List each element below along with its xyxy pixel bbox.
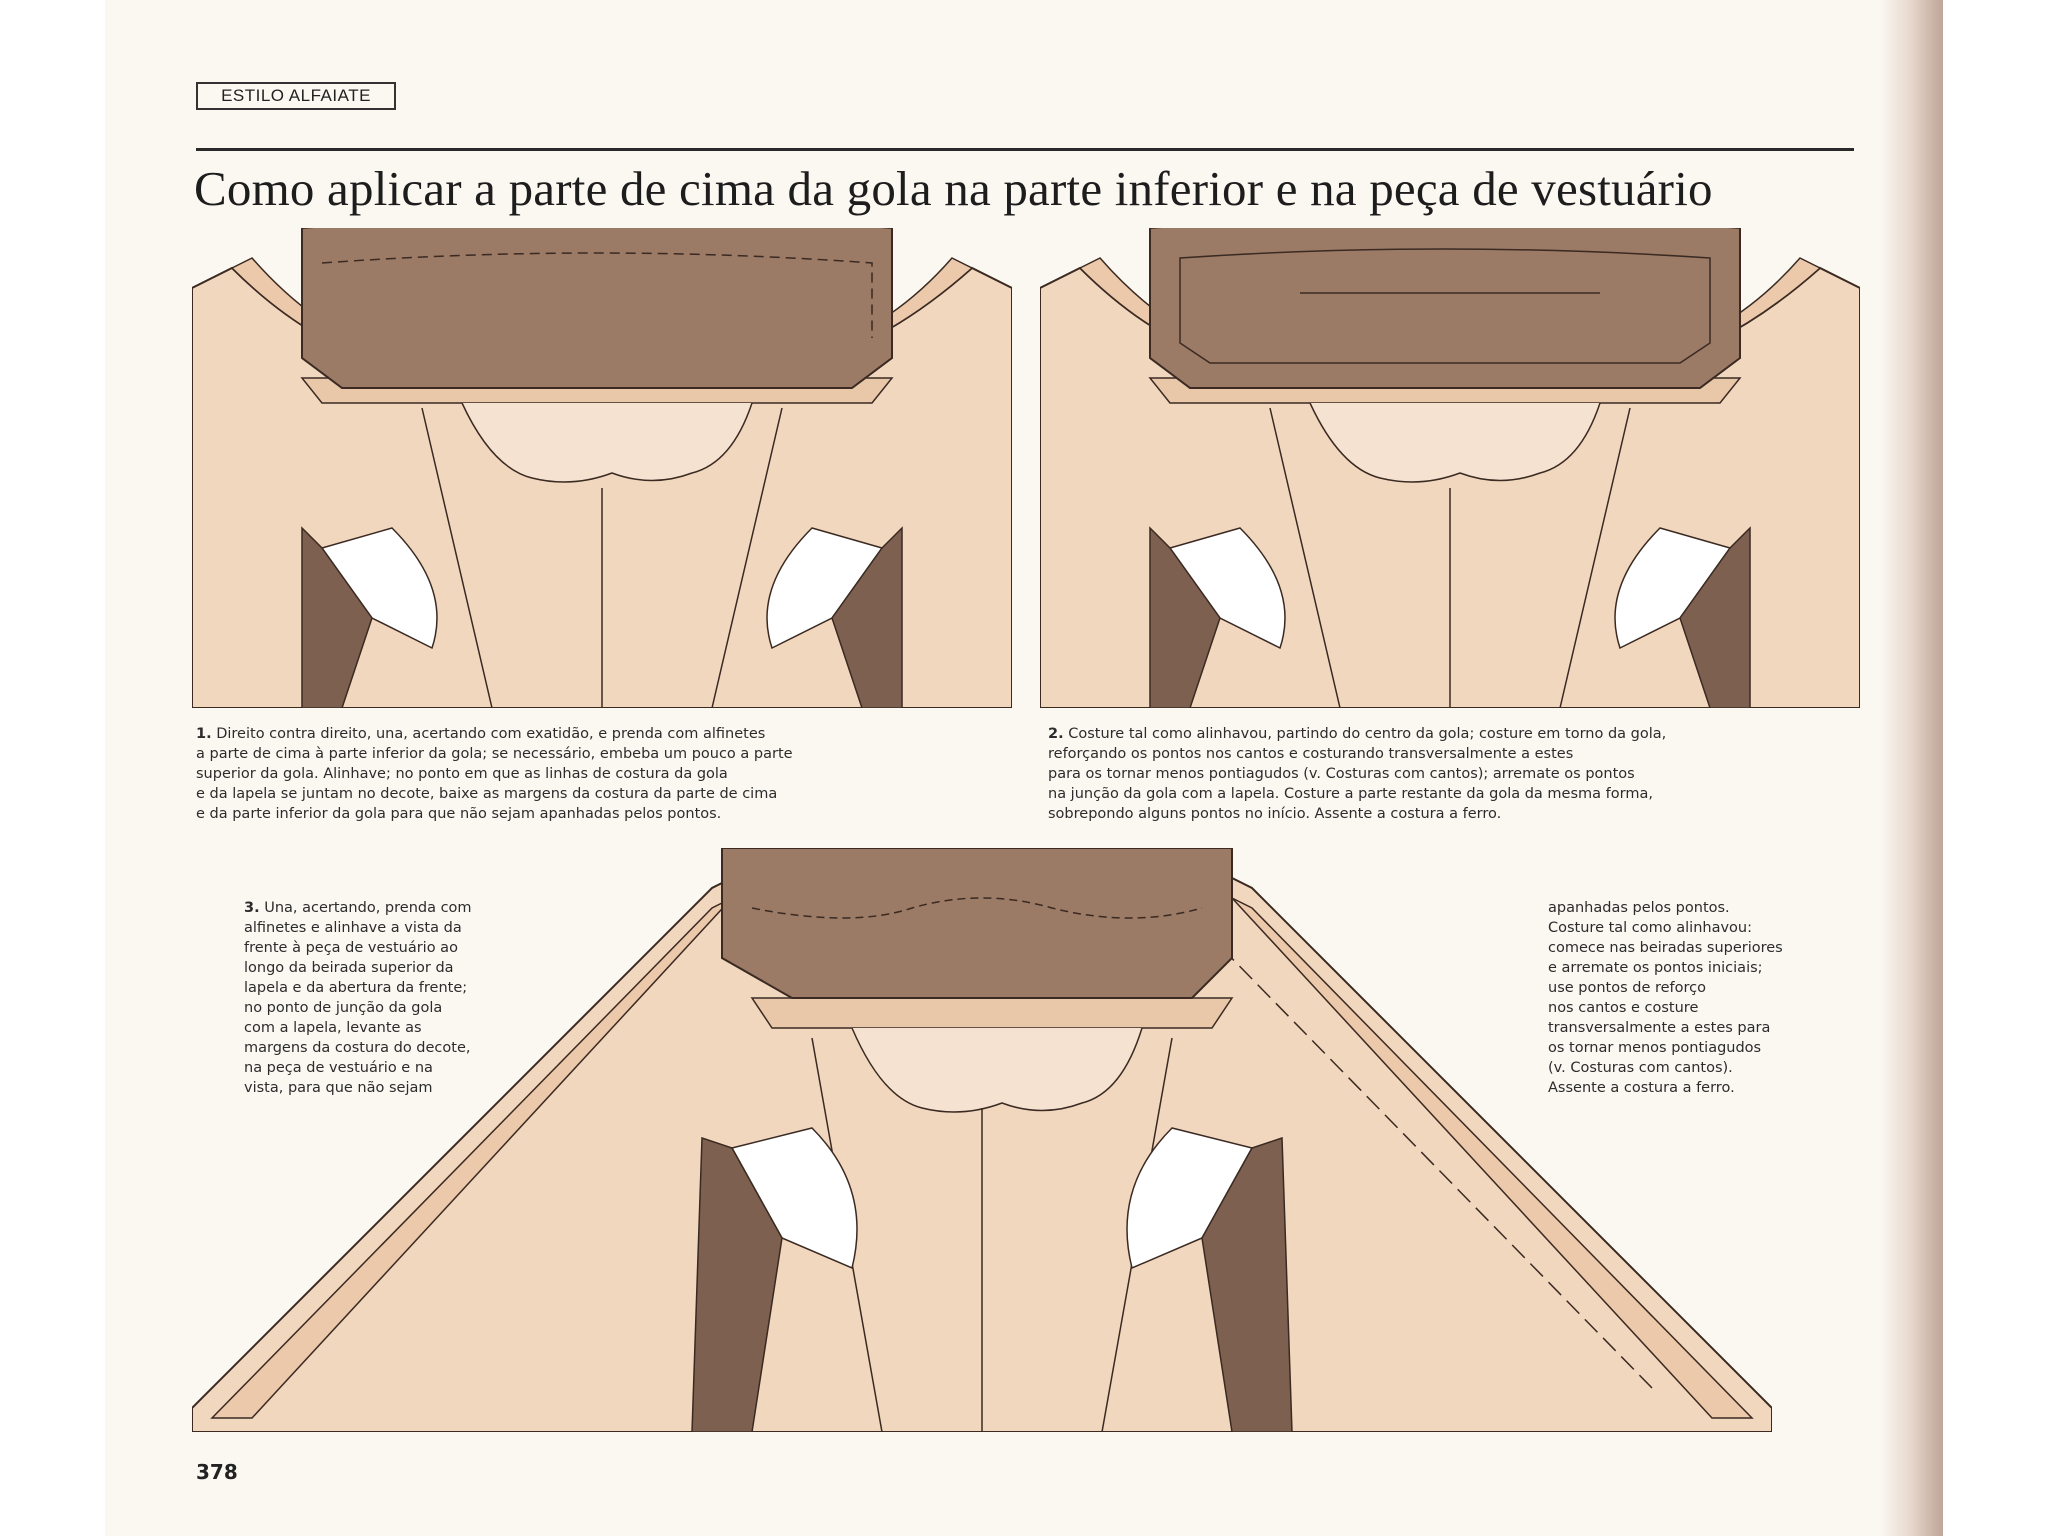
step-3-text-left: Una, acertando, prenda com alfinetes e a… [244,900,472,1096]
step-1-text: Direito contra direito, una, acertando c… [196,726,793,822]
header-rule [196,148,1854,151]
step-2-text: Costure tal como alinhavou, partindo do … [1048,726,1666,822]
step-3-number: 3. [244,900,260,916]
step-1-caption: 1. Direito contra direito, una, acertand… [196,724,996,824]
illustration-step-2 [1040,228,1860,708]
section-label: ESTILO ALFAIATE [196,82,396,110]
step-1-number: 1. [196,726,212,742]
page-number: 378 [196,1460,238,1484]
step-3-caption-left: 3. Una, acertando, prenda com alfinetes … [244,898,544,1098]
page-title: Como aplicar a parte de cima da gola na … [194,160,1864,217]
step-2-caption: 2. Costure tal como alinhavou, partindo … [1048,724,1848,824]
step-3-caption-right: apanhadas pelos pontos. Costure tal como… [1548,898,1848,1098]
scan-margin [1943,0,2048,1536]
step-2-number: 2. [1048,726,1064,742]
illustration-step-1 [192,228,1012,708]
